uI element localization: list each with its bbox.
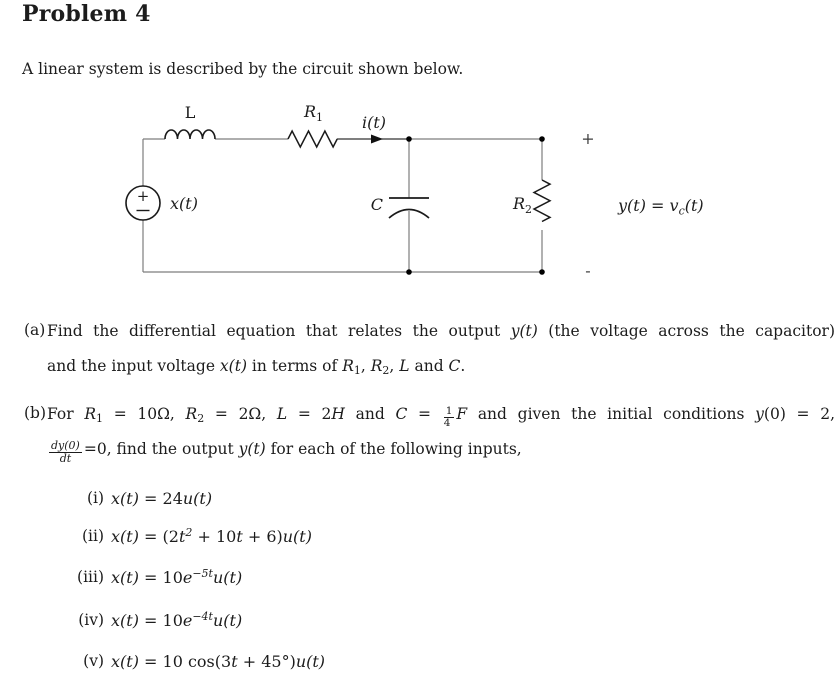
capacitor-symbol <box>388 197 430 219</box>
item-equation: x(t) = (2t2 + 10t + 6)u(t) <box>111 526 312 546</box>
item-equation: x(t) = 10 cos(3t + 45°)u(t) <box>111 652 326 671</box>
part-b-label: (b) <box>24 404 47 422</box>
inductor-label: L <box>185 103 196 122</box>
output-label: y(t) = vc(t) <box>617 196 704 218</box>
item-equation: x(t) = 24u(t) <box>111 489 213 508</box>
resistor-r2-symbol <box>532 179 552 223</box>
current-label: i(t) <box>362 113 386 132</box>
voltage-source-symbol: + <box>125 185 161 221</box>
resistor-r1-symbol <box>287 129 338 149</box>
item-equation: x(t) = 10e−5tu(t) <box>111 567 243 587</box>
part-a-label: (a) <box>24 321 46 339</box>
output-minus-sign: - <box>585 261 590 280</box>
inductor-symbol <box>164 129 216 140</box>
item-numeral: (iv) <box>78 611 104 629</box>
item-equation: x(t) = 10e−4tu(t) <box>111 610 243 630</box>
part-a-line2: and the input voltage x(t) in terms of R… <box>47 357 466 377</box>
circuit-svg: + L R1 i(t) x(t) C R2 <box>125 102 704 280</box>
output-plus-sign: + <box>581 129 594 148</box>
item-numeral: (ii) <box>81 527 104 545</box>
item-numeral: (i) <box>86 489 104 507</box>
capacitor-label: C <box>371 195 383 214</box>
current-arrow-icon <box>371 134 383 144</box>
resistor-r2-label: R2 <box>512 194 532 216</box>
intro-text: A linear system is described by the circ… <box>22 60 464 78</box>
item-numeral: (iii) <box>77 568 104 586</box>
part-b-line2: dy(0)dt=0, find the output y(t) for each… <box>49 439 522 465</box>
circuit-diagram: + L R1 i(t) x(t) C R2 <box>0 90 840 295</box>
source-plus-sign: + <box>137 187 150 205</box>
part-a-line1: Find the differential equation that rela… <box>47 322 835 340</box>
resistor-r1-label: R1 <box>303 102 323 124</box>
source-label: x(t) <box>170 194 198 213</box>
node-dots <box>406 136 545 275</box>
circuit-wires <box>142 138 543 273</box>
page-title: Problem 4 <box>22 1 151 27</box>
item-numeral: (v) <box>83 652 104 670</box>
